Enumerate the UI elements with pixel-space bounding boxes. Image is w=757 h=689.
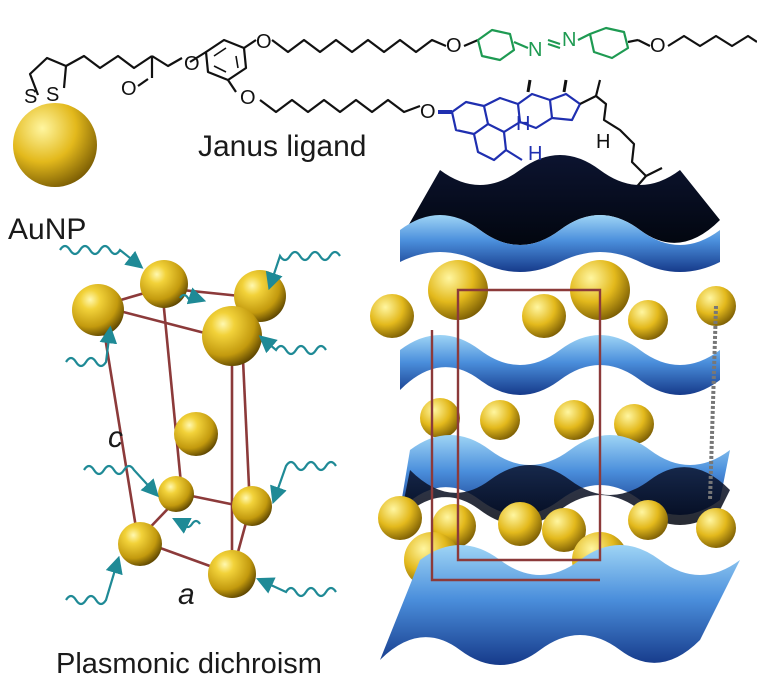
gold-sphere (208, 550, 256, 598)
lower-alkyl-chain (259, 98, 421, 114)
upper-alkyl-chain (271, 38, 447, 54)
azobenzene-group (476, 26, 639, 62)
atom-o-label: O (256, 31, 272, 53)
gold-sphere (174, 412, 218, 456)
tail-alkyl-chain (667, 34, 757, 48)
atom-h-label: H (596, 131, 610, 153)
wave-arrow (65, 555, 123, 606)
atom-h-label: H (528, 143, 542, 165)
atom-o-label: O (240, 87, 256, 109)
gold-sphere (202, 306, 262, 366)
atom-o-label: O (446, 35, 462, 57)
wave-arrow (65, 325, 118, 368)
lamellar-unit-cell (430, 288, 602, 582)
cholesterol-group (438, 92, 582, 162)
atom-s-label: S (46, 84, 59, 106)
atom-o-label: O (650, 35, 666, 57)
wave-arrow (270, 460, 337, 505)
aunp-cluster (13, 103, 97, 187)
membrane-layer (400, 155, 720, 245)
wave-arrow (83, 464, 159, 498)
gold-sphere (232, 486, 272, 526)
plasmonic-dichroism-label: Plasmonic dichroism (56, 648, 322, 680)
gold-sphere (118, 522, 162, 566)
dithiolane-ring (28, 56, 68, 96)
membrane-layer (400, 335, 720, 395)
atom-s-label: S (24, 86, 37, 108)
membrane-layer (380, 545, 740, 665)
aunp-label: AuNP (8, 213, 87, 246)
ligand-strand (708, 305, 718, 501)
atom-o-label: O (184, 53, 200, 75)
janus-ligand-structure (28, 34, 757, 114)
particle-row (420, 398, 654, 444)
light-wave-arrows (59, 244, 341, 606)
wave-arrow (256, 577, 337, 598)
atom-n-label: N (562, 29, 576, 51)
atom-o-label: O (420, 101, 436, 123)
gold-sphere (72, 284, 124, 336)
axis-a-label: a (178, 578, 195, 611)
axis-c-label: c (108, 421, 123, 454)
cholesterol-side-chain (526, 79, 663, 191)
unit-cell-spheres (72, 260, 286, 598)
atom-h-label: H (516, 113, 530, 135)
ester-group (150, 55, 183, 78)
wave-arrow (59, 244, 144, 269)
wave-arrow (179, 287, 207, 305)
alkyl-chain-1 (65, 54, 153, 70)
gold-sphere (140, 260, 188, 308)
lamellar-structure (370, 155, 740, 665)
wave-arrow (258, 335, 327, 356)
benzene-ring-core (204, 38, 248, 82)
atom-o-label: O (121, 78, 137, 100)
wave-arrow (265, 250, 341, 291)
janus-ligand-label: Janus ligand (198, 130, 367, 163)
wave-arrow (172, 518, 201, 534)
gold-sphere (158, 476, 194, 512)
atom-n-label: N (528, 39, 542, 61)
